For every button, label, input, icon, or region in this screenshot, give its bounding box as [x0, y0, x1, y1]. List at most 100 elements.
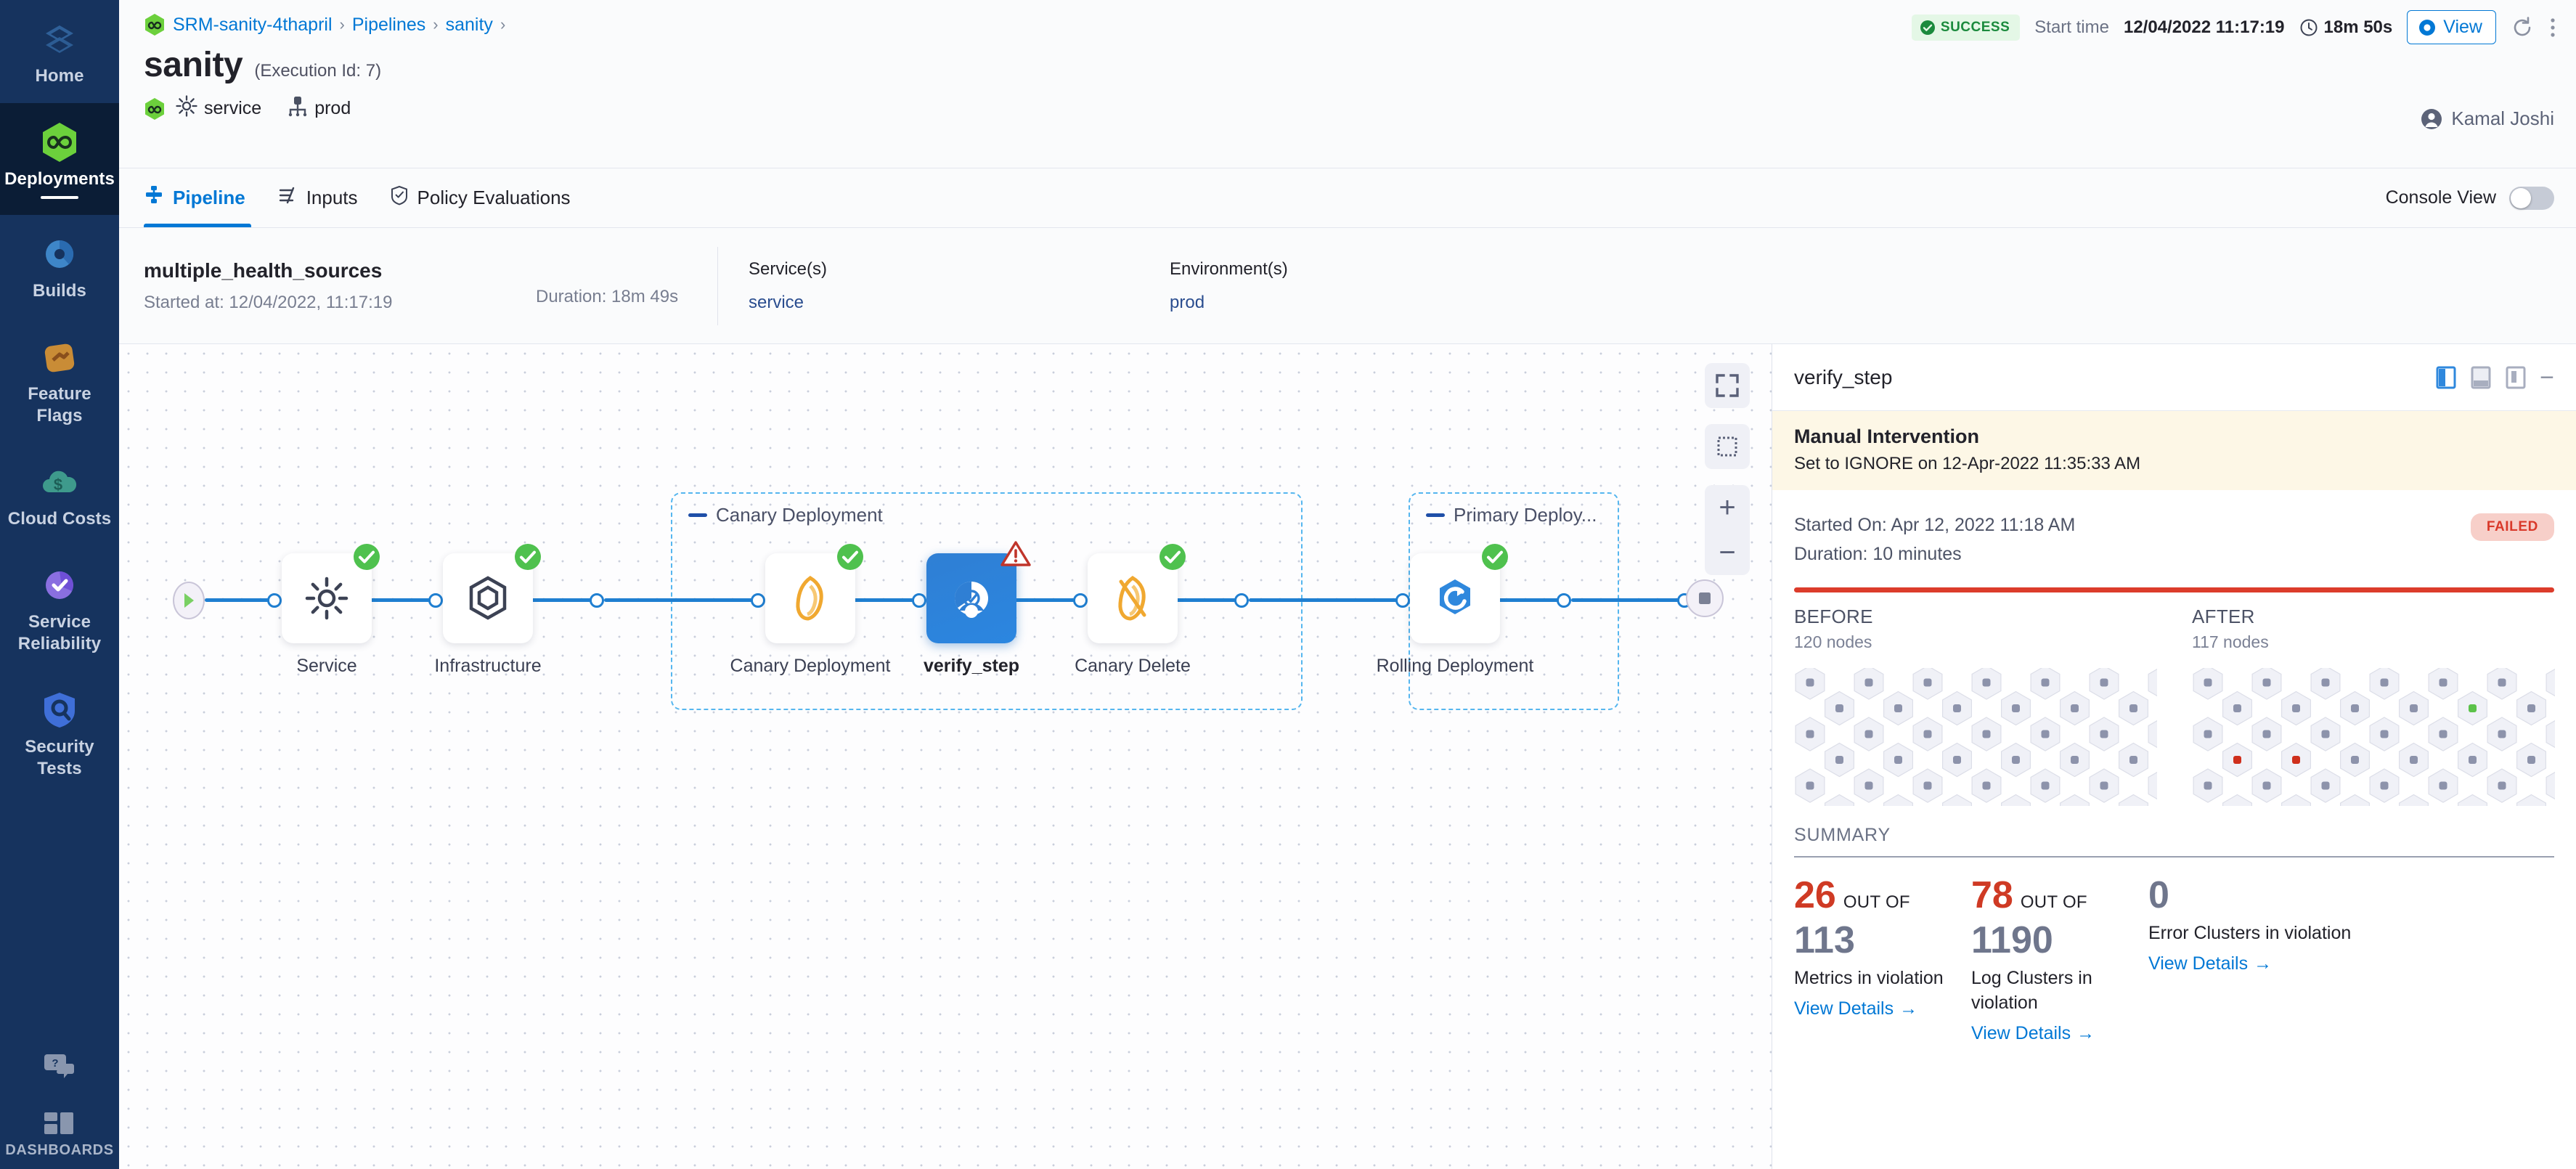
- stat-value: 0: [2148, 874, 2169, 916]
- panel-right-icon[interactable]: [2435, 365, 2457, 390]
- view-details-link[interactable]: View Details →: [1794, 998, 1965, 1019]
- execution-info-strip: multiple_health_sources Started at: 12/0…: [119, 228, 2576, 344]
- execution-duration: 18m 50s: [2299, 17, 2392, 38]
- sidebar-item-dashboards[interactable]: DASHBOARDS: [0, 1092, 119, 1169]
- run-summary-row: Started On: Apr 12, 2022 11:18 AM Durati…: [1794, 510, 2554, 569]
- node-label: Rolling Deployment: [1376, 656, 1534, 676]
- breadcrumb-item-project[interactable]: SRM-sanity-4thapril: [173, 14, 333, 35]
- breadcrumb-separator: ›: [339, 15, 345, 33]
- sidebar-item-label: Feature Flags: [28, 384, 91, 425]
- pipeline-start-node[interactable]: [173, 582, 205, 619]
- sidebar-item-security-tests[interactable]: Security Tests: [0, 671, 119, 796]
- edge-dot: [428, 593, 443, 608]
- panel-body: Started On: Apr 12, 2022 11:18 AM Durati…: [1772, 490, 2576, 1169]
- node-rolling-deployment[interactable]: Rolling Deployment: [1377, 544, 1533, 676]
- refresh-icon[interactable]: [2511, 16, 2534, 39]
- stat-log-clusters: 78 OUT OF 1190 Log Clusters in violation…: [1971, 876, 2143, 1044]
- sidebar-item-home[interactable]: Home: [0, 0, 119, 103]
- node-infrastructure[interactable]: Infrastructure: [434, 544, 542, 676]
- project-hex-icon: [144, 13, 166, 36]
- sidebar-item-service-reliability[interactable]: Service Reliability: [0, 546, 119, 671]
- tab-pipeline[interactable]: Pipeline: [144, 168, 261, 227]
- header-service[interactable]: service: [176, 95, 261, 122]
- node-box[interactable]: [765, 544, 863, 643]
- group-collapse-icon[interactable]: [688, 513, 707, 517]
- group-collapse-icon[interactable]: [1426, 513, 1445, 517]
- node-box[interactable]: [443, 544, 541, 643]
- edge: [1571, 598, 1687, 602]
- after-title: AFTER: [2192, 606, 2255, 627]
- node-box[interactable]: [1410, 544, 1508, 643]
- node-box[interactable]: [282, 544, 380, 643]
- after-column: AFTER 117 nodes: [2192, 606, 2555, 806]
- view-button[interactable]: View: [2407, 10, 2496, 44]
- breadcrumb-item-pipelines[interactable]: Pipelines: [351, 14, 426, 35]
- security-tests-icon: [3, 688, 116, 732]
- play-icon: [184, 593, 194, 608]
- header-environment[interactable]: prod: [288, 95, 351, 122]
- stat-error-clusters: 0 Error Clusters in violation View Detai…: [2148, 876, 2366, 1044]
- project-hex-icon: [144, 97, 166, 121]
- group-label: Primary Deploy...: [1454, 504, 1597, 526]
- zoom-in-icon[interactable]: +: [1719, 492, 1736, 524]
- minimize-icon[interactable]: −: [2540, 363, 2554, 391]
- panel-title: verify_step: [1794, 365, 1893, 388]
- sidebar-item-label: Home: [35, 66, 84, 86]
- gear-icon: [305, 577, 349, 620]
- stat-description: Error Clusters in violation: [2148, 923, 2352, 943]
- home-cube-icon: [3, 17, 116, 61]
- active-indicator: [41, 196, 78, 199]
- select-area-icon[interactable]: [1705, 424, 1750, 469]
- pipeline-info: multiple_health_sources Started at: 12/0…: [144, 259, 536, 313]
- canary-delete-icon: [1118, 576, 1146, 621]
- before-title: BEFORE: [1794, 606, 1873, 627]
- view-details-link[interactable]: View Details →: [2148, 953, 2366, 974]
- node-label: Service: [296, 656, 357, 676]
- stat-total: 113: [1794, 919, 1855, 961]
- pipeline-canvas[interactable]: + − Canary Deployment: [119, 344, 1772, 1169]
- tab-inputs[interactable]: Inputs: [261, 168, 374, 227]
- node-canary-delete[interactable]: Canary Delete: [1075, 544, 1191, 676]
- node-service[interactable]: Service: [282, 544, 380, 676]
- panel-bottom-icon[interactable]: [2470, 365, 2492, 390]
- console-view-label: Console View: [2385, 187, 2496, 208]
- header-actions: SUCCESS Start time 12/04/2022 11:17:19 1…: [1911, 10, 2557, 44]
- pipeline-stop-node[interactable]: [1686, 579, 1724, 617]
- pipeline-icon: [144, 185, 164, 211]
- service-gear-icon: [176, 95, 197, 122]
- node-box[interactable]: [1088, 544, 1186, 643]
- user-name: Kamal Joshi: [2451, 107, 2554, 129]
- banner-title: Manual Intervention: [1794, 425, 1980, 447]
- node-label: Canary Deployment: [730, 656, 891, 676]
- console-view-toggle[interactable]: [2509, 186, 2554, 210]
- pipeline-started-at: Started at: 12/04/2022, 11:17:19: [144, 292, 393, 312]
- avatar-icon: [2421, 108, 2442, 130]
- breadcrumb-item-sanity[interactable]: sanity: [445, 14, 493, 35]
- view-details-link[interactable]: View Details →: [1971, 1023, 2143, 1044]
- edge-dot: [1557, 593, 1571, 608]
- sidebar-item-cloud-costs[interactable]: $ Cloud Costs: [0, 443, 119, 546]
- services-value[interactable]: service: [749, 292, 804, 312]
- status-warning-icon: [1000, 540, 1031, 568]
- group-label: Canary Deployment: [716, 504, 883, 526]
- sidebar-item-builds[interactable]: Builds: [0, 215, 119, 318]
- tab-policy-evaluations[interactable]: Policy Evaluations: [374, 168, 587, 227]
- sidebar-item-deployments[interactable]: Deployments: [0, 103, 119, 215]
- after-hex-grid: [2192, 668, 2555, 806]
- sidebar-item-feature-flags[interactable]: Feature Flags: [0, 318, 119, 443]
- environments-value[interactable]: prod: [1170, 292, 1205, 312]
- header-service-label: service: [204, 98, 262, 118]
- user-menu[interactable]: Kamal Joshi: [2421, 107, 2554, 130]
- more-vertical-icon[interactable]: [2548, 16, 2557, 39]
- node-canary-deployment[interactable]: Canary Deployment: [730, 544, 890, 676]
- view-button-label: View: [2443, 17, 2482, 37]
- panel-float-icon[interactable]: [2505, 365, 2527, 390]
- zoom-out-icon[interactable]: −: [1719, 537, 1736, 569]
- node-verify-step[interactable]: verify_step: [924, 541, 1031, 676]
- check-circle-icon: [1920, 20, 1936, 36]
- node-box[interactable]: [926, 541, 1031, 643]
- help-chat-icon[interactable]: ?: [0, 1033, 119, 1092]
- sidebar-item-label: Security Tests: [25, 737, 94, 778]
- fit-screen-icon[interactable]: [1705, 363, 1750, 408]
